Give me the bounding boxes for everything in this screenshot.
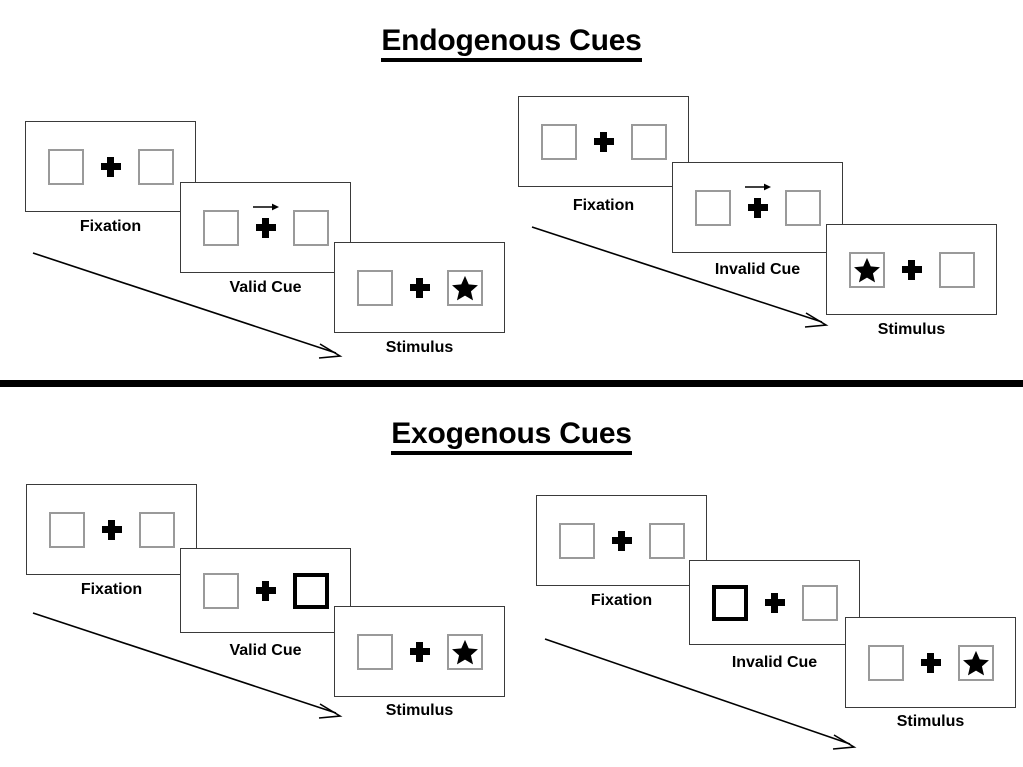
arrow-right-cue-icon [744,183,771,190]
fixation-plus-icon [744,183,771,218]
right-box [938,251,975,288]
left-box [202,572,239,609]
caption-endogenous-invalid-cue: Invalid Cue [714,261,801,278]
caption-exogenous-valid-stimulus: Stimulus [385,702,454,719]
panel-exogenous-invalid-fixation [536,495,707,586]
caption-endogenous-invalid-fixation: Fixation [572,197,635,214]
right-box [446,633,483,670]
caption-exogenous-invalid-cue: Invalid Cue [731,654,818,671]
caption-exogenous-invalid-fixation: Fixation [590,592,653,609]
right-box [957,644,994,681]
section-title-endogenous: Endogenous Cues [0,24,1023,62]
left-box-cued [711,584,748,621]
caption-endogenous-valid-stimulus: Stimulus [385,339,454,356]
left-box [558,522,595,559]
panel-endogenous-valid-fixation [25,121,196,212]
panel-exogenous-valid-stimulus [334,606,505,697]
fixation-plus-icon [409,641,430,662]
right-box-cued [292,572,329,609]
fixation-plus-icon [409,277,430,298]
right-box [292,209,329,246]
left-box [694,189,731,226]
caption-endogenous-valid-fixation: Fixation [79,218,142,235]
panel-endogenous-invalid-cue [672,162,843,253]
panel-endogenous-invalid-fixation [518,96,689,187]
left-box [202,209,239,246]
arrow-right-cue-icon [252,203,279,210]
fixation-plus-icon [901,259,922,280]
section-title-endogenous-text: Endogenous Cues [381,24,642,62]
panel-endogenous-valid-stimulus [334,242,505,333]
caption-endogenous-invalid-stimulus: Stimulus [877,321,946,338]
left-box [540,123,577,160]
fixation-plus-icon [255,580,276,601]
fixation-plus-icon [101,519,122,540]
panel-exogenous-invalid-cue [689,560,860,645]
left-box [48,511,85,548]
star-stimulus-icon [451,275,478,300]
caption-exogenous-invalid-stimulus: Stimulus [896,713,965,730]
right-box [446,269,483,306]
fixation-plus-icon [100,156,121,177]
right-box [138,511,175,548]
fixation-plus-icon [764,592,785,613]
right-box [801,584,838,621]
left-box [848,251,885,288]
section-title-exogenous: Exogenous Cues [0,417,1023,455]
fixation-plus-icon [593,131,614,152]
panel-endogenous-invalid-stimulus [826,224,997,315]
panel-endogenous-valid-cue [180,182,351,273]
section-title-exogenous-text: Exogenous Cues [391,417,632,455]
panel-exogenous-valid-fixation [26,484,197,575]
star-stimulus-icon [451,639,478,664]
right-box [137,148,174,185]
right-box [630,123,667,160]
left-box [867,644,904,681]
right-box [784,189,821,226]
star-stimulus-icon [853,257,880,282]
fixation-plus-icon [252,203,279,238]
panel-exogenous-valid-cue [180,548,351,633]
section-divider [0,380,1023,387]
left-box [356,269,393,306]
left-box [47,148,84,185]
star-stimulus-icon [962,650,989,675]
right-box [648,522,685,559]
fixation-plus-icon [611,530,632,551]
panel-exogenous-invalid-stimulus [845,617,1016,708]
caption-exogenous-valid-fixation: Fixation [80,581,143,598]
fixation-plus-icon [920,652,941,673]
caption-exogenous-valid-cue: Valid Cue [229,642,302,659]
caption-endogenous-valid-cue: Valid Cue [229,279,302,296]
left-box [356,633,393,670]
